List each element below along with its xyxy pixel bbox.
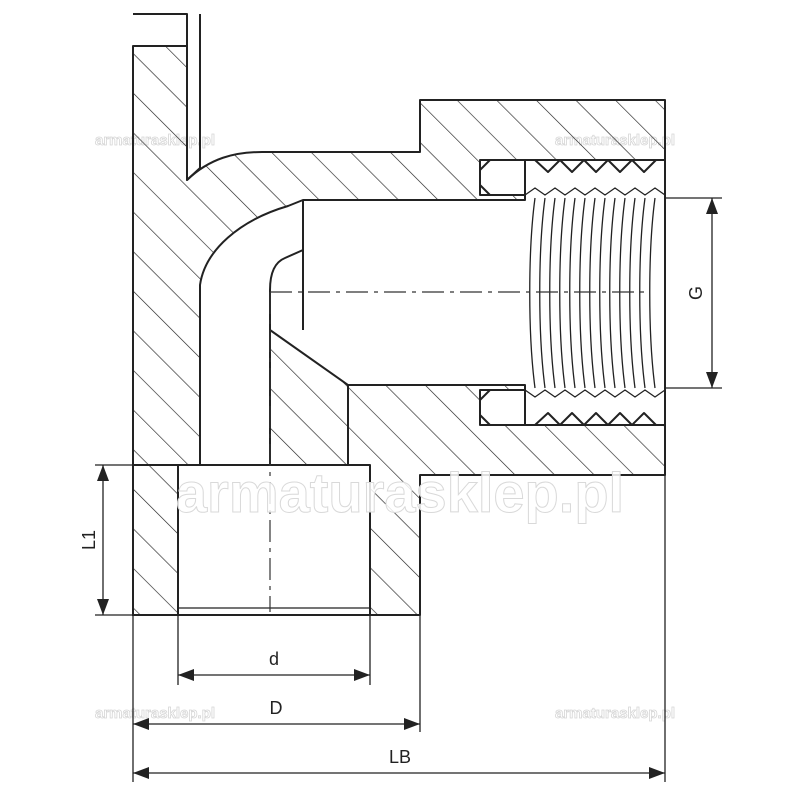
dimension-l1-label: L1 bbox=[79, 530, 99, 550]
thread-bottom-profile bbox=[524, 389, 666, 398]
body-hatched-left-wall bbox=[132, 464, 179, 616]
watermark-main: armaturasklep.pl bbox=[176, 461, 624, 524]
dimension-g: G bbox=[686, 198, 718, 388]
insert-ribs-top bbox=[479, 159, 665, 196]
thread-flanks bbox=[529, 197, 656, 389]
dimension-g-label: G bbox=[686, 286, 706, 300]
fitting-body-section bbox=[132, 13, 666, 616]
dimension-l1: L1 bbox=[79, 465, 109, 615]
dimension-lb: LB bbox=[133, 747, 665, 779]
watermark-small-bottom-left: armaturasklep.pl bbox=[95, 705, 215, 722]
dimension-d-small-label: d bbox=[269, 649, 279, 669]
bend-web bbox=[269, 328, 349, 466]
dimension-lb-label: LB bbox=[389, 747, 411, 767]
insert-ribs-bottom bbox=[479, 389, 665, 426]
dimension-d-small: d bbox=[178, 649, 370, 681]
female-thread bbox=[479, 159, 666, 426]
dimension-d-large: D bbox=[133, 698, 420, 730]
bore-elbow-outer bbox=[269, 200, 304, 330]
thread-top-profile bbox=[524, 187, 666, 196]
dimension-d-large-label: D bbox=[270, 698, 283, 718]
watermark-small-bottom-right: armaturasklep.pl bbox=[555, 705, 675, 722]
center-lines bbox=[269, 291, 650, 612]
